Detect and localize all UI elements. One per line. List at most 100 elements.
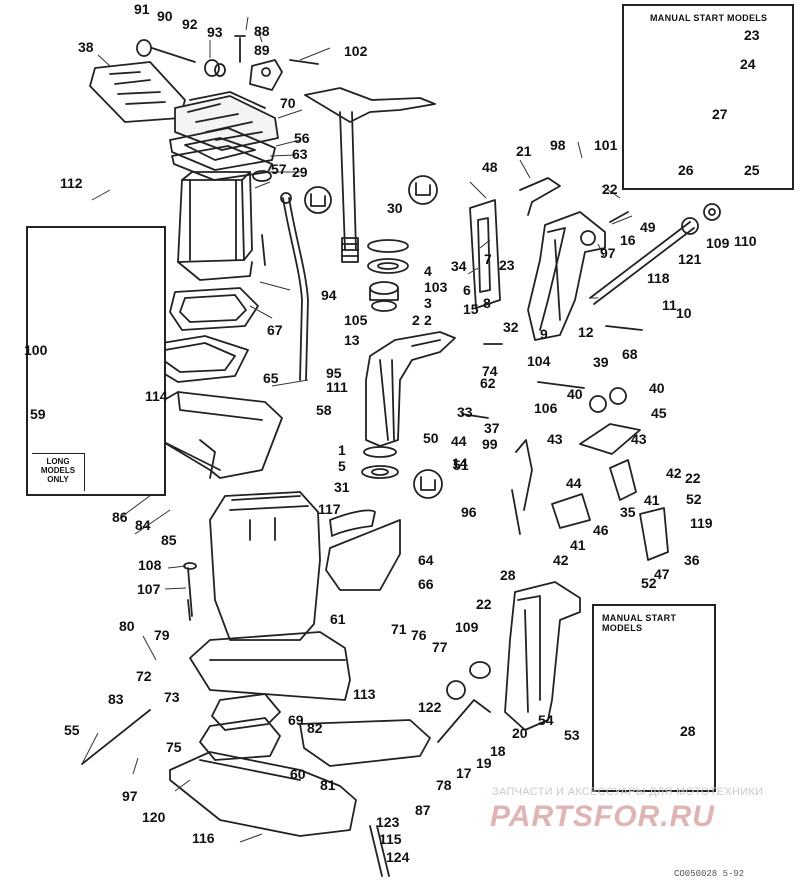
tilt-linkage-parts [551,387,669,561]
callout-109: 109 [706,235,730,251]
callout-78: 78 [436,777,452,793]
callout-124: 124 [386,849,410,865]
callout-8: 8 [483,295,491,311]
callout-74: 74 [482,363,498,379]
anti-ventilation-plate [169,693,431,837]
callout-105: 105 [344,312,368,328]
callout-14: 14 [452,455,468,471]
long-models-text: LONG MODELS ONLY [40,457,76,485]
long-models-note: LONG MODELS ONLY [32,453,85,491]
callout-77: 77 [432,639,448,655]
callout-30: 30 [387,200,403,216]
tilt-lock-plate [469,177,561,309]
callout-28: 28 [500,567,516,583]
callout-17: 17 [456,765,472,781]
callout-122: 122 [418,699,442,715]
callout-21: 21 [516,143,532,159]
callout-111: 111 [326,379,348,395]
callout-91: 91 [134,1,150,17]
callout-33: 33 [457,404,473,420]
callout-114: 114 [145,388,168,404]
clamp-bracket-front [437,581,581,743]
callout-9: 9 [540,326,548,342]
callout-69: 69 [288,712,304,728]
callout-86: 86 [112,509,128,525]
callout-117: 117 [318,501,341,517]
callout-45: 45 [651,405,667,421]
callout-39: 39 [593,354,609,370]
exhaust-tube [149,171,259,383]
drawing-code: CO050028 5-92 [674,869,745,879]
callout-81: 81 [320,777,336,793]
long-fasteners [81,325,643,877]
callout-32: 32 [503,319,519,335]
callout-1: 1 [338,442,346,458]
callout-15: 15 [463,301,479,317]
tiller-bracket [289,59,436,263]
callout-56: 56 [294,130,310,146]
callout-6: 6 [463,282,471,298]
callout-44: 44 [451,433,467,449]
callout-92: 92 [182,16,198,32]
callout-48: 48 [482,159,498,175]
callout-97: 97 [122,788,138,804]
callout-72: 72 [136,668,152,684]
callout-38: 38 [78,39,94,55]
callout-104: 104 [527,353,551,369]
callout-75: 75 [166,739,182,755]
callout-107: 107 [137,581,161,597]
callout-3: 3 [424,295,432,311]
callout-35: 35 [620,504,636,520]
callout-41: 41 [570,537,586,553]
callout-83: 83 [108,691,124,707]
tilt-bracket-right [527,203,721,341]
callout-54: 54 [538,712,554,728]
inset-long-models: LONG MODELS ONLY [26,226,166,496]
inset-manual-start-top: MANUAL START MODELS [622,4,794,190]
callout-61: 61 [330,611,346,627]
callout-108: 108 [138,557,162,573]
top-fasteners [136,35,283,91]
swivel-bracket [361,239,456,479]
callout-46: 46 [593,522,609,538]
callout-22: 22 [602,181,618,197]
callout-120: 120 [142,809,166,825]
callout-112: 112 [60,175,83,191]
callout-2: 2 [412,312,420,328]
callout-7: 7 [484,251,492,267]
callout-101: 101 [594,137,618,153]
callout-58: 58 [316,402,332,418]
callout-18: 18 [490,743,506,759]
callout-42: 42 [666,465,682,481]
callout-47: 47 [654,566,670,582]
callout-106: 106 [534,400,558,416]
callout-23: 23 [499,257,515,273]
callout-20: 20 [512,725,528,741]
callout-31: 31 [334,479,350,495]
callout-41: 41 [644,492,660,508]
callout-96: 96 [461,504,477,520]
callout-113: 113 [353,686,376,702]
callout-37: 37 [484,420,500,436]
callout-53: 53 [564,727,580,743]
callout-24: 24 [740,56,756,72]
callout-34: 34 [451,258,467,274]
callout-28: 28 [680,723,696,739]
callout-79: 79 [154,627,170,643]
callout-42: 42 [553,552,569,568]
callout-40: 40 [567,386,583,402]
callout-100: 100 [24,342,48,358]
callout-4: 4 [424,263,432,279]
callout-98: 98 [550,137,566,153]
callout-13: 13 [344,332,360,348]
callout-50: 50 [423,430,439,446]
callout-16: 16 [620,232,636,248]
inset-title: MANUAL START MODELS [650,13,768,23]
callout-52: 52 [641,575,657,591]
watermark-subtitle: ЗАПЧАСТИ И АКСЕССУАРЫ ДЛЯ МОТОТЕХНИКИ [492,786,764,798]
callout-97: 97 [600,245,616,261]
callout-110: 110 [734,233,757,249]
callout-76: 76 [411,627,427,643]
callout-67: 67 [267,322,283,338]
callout-115: 115 [379,831,402,847]
